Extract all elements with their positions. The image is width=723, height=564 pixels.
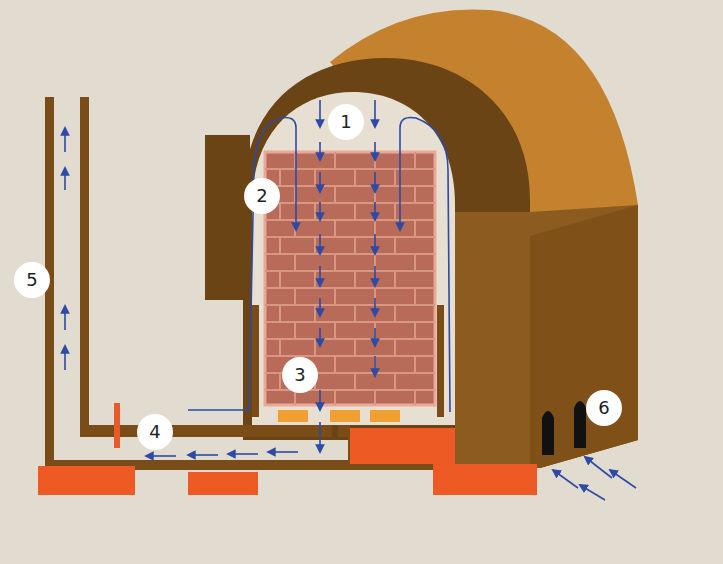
- callout-number: 4: [137, 414, 173, 450]
- kiln-side-face: [455, 205, 638, 468]
- callout-number: 3: [282, 357, 318, 393]
- stack-support: [278, 410, 308, 422]
- kiln-arch-wall: [243, 58, 530, 440]
- inner-wall: [437, 305, 444, 417]
- kiln-side-face-shade: [530, 205, 638, 468]
- flue-and-chimney: [45, 97, 455, 470]
- airflow-arrow: [65, 100, 636, 500]
- callout-number: 6: [586, 390, 622, 426]
- callout-number: 5: [14, 262, 50, 298]
- fire-opening: [542, 411, 554, 455]
- stack-support: [330, 410, 360, 422]
- stack-support: [370, 410, 400, 422]
- callout-number: 1: [328, 104, 364, 140]
- foundation-block: [38, 428, 537, 495]
- fire-opening: [574, 401, 586, 448]
- damper: [114, 403, 120, 448]
- inner-wall: [252, 305, 259, 417]
- callout-number: 2: [244, 178, 280, 214]
- brick-stack: [265, 152, 435, 405]
- kiln-chamber: [252, 92, 455, 425]
